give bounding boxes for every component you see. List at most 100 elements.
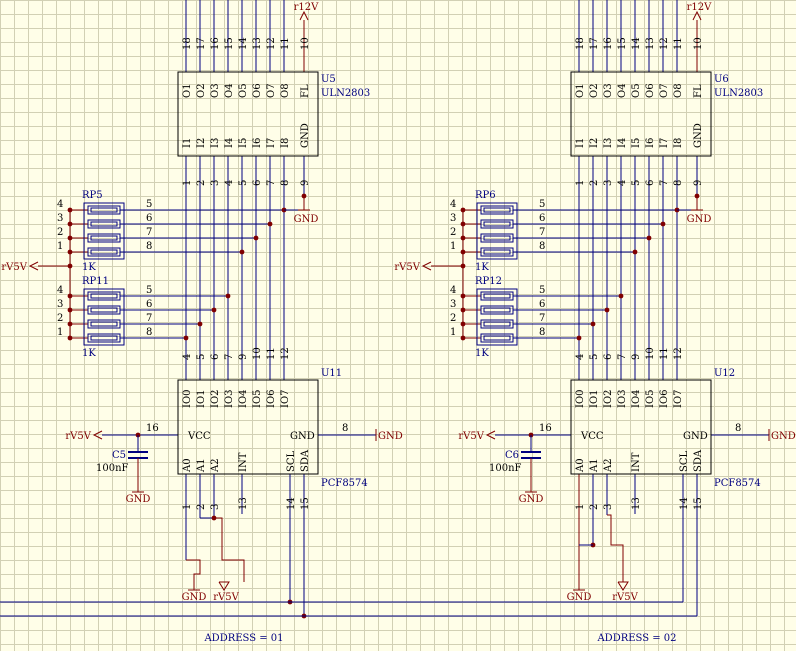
cap-value-label: 100nF <box>96 463 129 474</box>
pcf-vcc-name: VCC <box>580 431 604 442</box>
pcf-top-pin-number: 9 <box>631 354 642 360</box>
pcf-top-pin-name: IO4 <box>238 389 249 408</box>
address-label: ADDRESS = 01 <box>203 633 283 644</box>
pcf-top-pin-name: IO7 <box>280 389 291 408</box>
junction-dot <box>604 307 610 313</box>
uln-bottom-pin-number: 5 <box>631 180 642 186</box>
uln-top-pin-number: 16 <box>210 37 221 50</box>
pcf-gnd-pin: 8 <box>342 423 348 434</box>
rv5v-label: rV5V <box>65 431 91 442</box>
pcf-bottom-pin-number: 13 <box>238 497 249 510</box>
pcf-bottom-pin-name: A2 <box>210 458 221 473</box>
rp-resistor <box>87 247 121 257</box>
pcf-vcc-name: VCC <box>187 431 211 442</box>
rp-resistor-inner <box>483 235 511 241</box>
pcf-bottom-pin-number: 1 <box>182 504 193 510</box>
pcf-top-pin-number: 4 <box>182 354 193 360</box>
pcf8574-body <box>177 379 319 475</box>
rp-resistor <box>87 333 121 343</box>
pcf-top-pin-number: 12 <box>673 347 684 360</box>
rp-right-pin-number: 5 <box>539 199 545 210</box>
uln-bottom-pin-name: I3 <box>210 138 221 148</box>
a2-to-vcc <box>607 514 624 582</box>
r12v-label: r12V <box>687 2 713 13</box>
uln-top-pin-number: 15 <box>617 37 628 50</box>
uln-top-pin-number: 14 <box>631 37 642 50</box>
pcf-type-label: PCF8574 <box>714 478 761 489</box>
pcf-top-pin-name: IO1 <box>589 389 600 408</box>
rp-resistor <box>87 205 121 215</box>
uln-bottom-pin-name: I3 <box>603 138 614 148</box>
uln-bottom-pin-number: 1 <box>575 180 586 186</box>
cap-value-label: 100nF <box>489 463 522 474</box>
uln-bottom-pin-name: I5 <box>631 138 642 148</box>
rp-resistor-inner <box>90 207 118 213</box>
rp-right-pin-number: 6 <box>539 213 545 224</box>
pcf-top-pin-number: 5 <box>196 354 207 360</box>
junction-dot <box>225 293 231 299</box>
pcf-top-pin-number: 5 <box>589 354 600 360</box>
rp-resistor-inner <box>90 307 118 313</box>
pcf-gnd-pin: 8 <box>735 423 741 434</box>
rp-resistor <box>87 305 121 315</box>
pcf-bottom-pin-number: 14 <box>286 497 297 510</box>
rp-right-pin-number: 6 <box>146 299 152 310</box>
rp-resistor-inner <box>483 293 511 299</box>
pcf-top-pin-name: IO6 <box>659 389 670 408</box>
rp-resistor-inner <box>90 321 118 327</box>
uln-bottom-pin-number: 2 <box>589 180 600 186</box>
uln-bottom-pin-name: I8 <box>673 138 684 148</box>
gnd-label: GND <box>519 494 544 505</box>
pcf-top-pin-number: 10 <box>252 347 263 360</box>
uln-bottom-pin-number: 3 <box>603 180 614 186</box>
uln-top-pin-number: 15 <box>224 37 235 50</box>
pcf-top-pin-name: IO0 <box>575 389 586 408</box>
rp-right-pin-number: 6 <box>539 299 545 310</box>
junction-dot <box>618 293 624 299</box>
rp-left-pin-number: 2 <box>57 313 63 324</box>
rp-top-label: RP6 <box>475 190 496 201</box>
rp-resistor <box>87 233 121 243</box>
uln-bottom-pin-number: 4 <box>224 180 235 186</box>
junction-dot <box>632 249 638 255</box>
pcf-bottom-pin-name: INT <box>238 452 249 472</box>
gnd-label: GND <box>182 592 207 603</box>
pcf-bottom-pin-name: A0 <box>182 458 193 473</box>
rp-right-pin-number: 7 <box>146 313 152 324</box>
rp-right-pin-number: 5 <box>539 285 545 296</box>
rp-right-pin-number: 8 <box>539 327 545 338</box>
uln-bottom-pin-number: 1 <box>182 180 193 186</box>
rp-resistor-inner <box>483 335 511 341</box>
rp-resistor <box>87 319 121 329</box>
rp-left-pin-number: 4 <box>57 285 63 296</box>
uln-type-label: ULN2803 <box>321 88 370 99</box>
uln-bottom-pin-name: I1 <box>182 138 193 148</box>
uln-top-pin-name: O4 <box>617 83 628 98</box>
pcf-bottom-pin-name: A1 <box>196 458 207 473</box>
uln-bottom-pin-number: 6 <box>645 180 656 186</box>
uln-top-pin-name: O7 <box>266 83 277 98</box>
uln-bottom-pin-number: 9 <box>300 180 311 186</box>
a-to-vcc <box>214 517 245 582</box>
pcf-bottom-pin-name: A0 <box>575 458 586 473</box>
uln-top-pin-number: 12 <box>266 37 277 50</box>
uln-bottom-pin-number: 8 <box>280 180 291 186</box>
uln-top-pin-number: 14 <box>238 37 249 50</box>
uln2803-body <box>177 71 319 157</box>
rp-right-pin-number: 5 <box>146 285 152 296</box>
pcf-bottom-pin-number: 2 <box>196 504 207 510</box>
rp-resistor-inner <box>483 307 511 313</box>
rp-left-pin-number: 2 <box>450 313 456 324</box>
pcf-gnd-name: GND <box>683 431 708 442</box>
uln-top-pin-name: O1 <box>182 83 193 98</box>
uln-top-pin-number: 17 <box>196 37 207 50</box>
rp-package <box>83 202 125 260</box>
uln-top-pin-name: O6 <box>252 83 263 98</box>
pcf-top-pin-number: 6 <box>210 354 221 360</box>
uln-top-pin-name: O3 <box>210 83 221 98</box>
pcf-bottom-pin-name: SDA <box>693 449 704 472</box>
pcf-top-pin-number: 9 <box>238 354 249 360</box>
rp-resistor-inner <box>483 249 511 255</box>
uln-top-pin-name: O3 <box>603 83 614 98</box>
